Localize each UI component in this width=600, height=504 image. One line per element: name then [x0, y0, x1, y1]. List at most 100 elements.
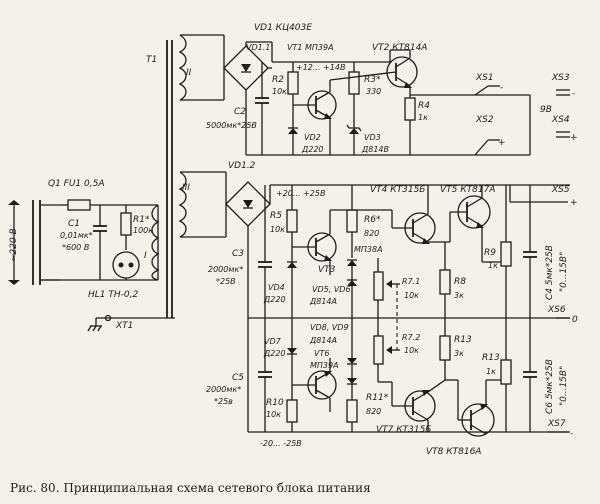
r4-name: R4: [418, 101, 430, 111]
r1-value: 100к: [133, 226, 153, 235]
xs7-label: XS7: [547, 419, 566, 429]
r10-name: R10: [266, 398, 284, 408]
vd7-value: Д220: [263, 349, 286, 358]
neon-lamp-hl1: I HL1 ТН-0,2: [88, 251, 147, 300]
r7-2-name: R7.2: [402, 333, 420, 342]
vt4-label: VT4 КТ315Б: [370, 185, 425, 195]
r4-value: 1к: [418, 113, 428, 122]
r7-1-value: 10к: [404, 291, 419, 300]
mains-voltage-label: ~220 В: [9, 228, 19, 262]
vt7-label: VT7 КТ315Б: [376, 425, 431, 435]
c5-value: 2000мк*: [206, 385, 241, 394]
xs7-minus: -: [570, 429, 573, 439]
vd5-vd6-value: Д814А: [309, 297, 337, 306]
r9-value: 1к: [488, 261, 498, 270]
r8-value: 3к: [454, 291, 464, 300]
c3-value: 2000мк*: [208, 265, 243, 274]
plus12-label: +12... +14В: [296, 63, 345, 72]
c6-range: "0...15В": [559, 366, 569, 406]
plus20-label: +20... +25В: [276, 189, 325, 198]
r13-3k-name: R13: [454, 335, 472, 345]
resistor-r1: R1* 100к: [120, 205, 153, 250]
r10-value: 10к: [266, 410, 281, 419]
vd7-name: VD7: [264, 337, 282, 346]
vd4-name: VD4: [268, 283, 285, 292]
vd1-1-label: VD1.1: [246, 43, 270, 52]
r7-2-value: 10к: [404, 346, 419, 355]
lower-section: VD1.2 +20... +25В -20... -25В VT4 КТ315Б…: [206, 161, 578, 457]
r1-name: R1*: [133, 215, 150, 225]
xs3-minus: -: [572, 89, 575, 99]
mains-input: ~220 В: [8, 200, 60, 285]
vt6-value: МП39А: [310, 361, 339, 370]
vd1-label: VD1 КЦ403Е: [254, 23, 312, 33]
lamp-label: HL1 ТН-0,2: [88, 290, 138, 300]
vt3-label: VT3: [318, 265, 336, 275]
xs2-plus: +: [498, 138, 506, 148]
fuse-label: Q1 FU1 0,5А: [48, 179, 105, 189]
c2-name: C2: [234, 107, 246, 117]
minus20-label: -20... -25В: [260, 439, 302, 448]
vd8-vd9-name: VD8, VD9: [310, 323, 349, 332]
c3-voltage: *25В: [216, 277, 236, 286]
r6-name: R6*: [364, 215, 381, 225]
r13-1k-value: 1к: [486, 367, 496, 376]
r9-name: R9: [484, 248, 496, 258]
capacitor-c1: C1 0,01мк* *600 В: [60, 205, 107, 280]
vd8-vd9-value: Д814А: [309, 336, 337, 345]
xs5-plus: +: [570, 198, 578, 208]
ground-label: XT1: [115, 321, 133, 331]
r5-name: R5: [270, 211, 282, 221]
upper-section: VD1 КЦ403Е VD1.1 VT1 МП39А VT2 КТ814А +1…: [206, 23, 578, 156]
vd2-name: VD2: [304, 133, 321, 142]
transformer-t1: T1 II III: [146, 34, 226, 318]
mp38a-label: МП38А: [354, 245, 383, 254]
vt1-label: VT1 МП39А: [287, 43, 334, 52]
lamp-number: I: [144, 251, 147, 261]
xs6-label: XS6: [547, 305, 566, 315]
xs4-label: XS4: [551, 115, 570, 125]
xs1-label: XS1: [475, 73, 494, 83]
vd2-value: Д220: [301, 145, 324, 154]
vt5-label: VT5 КТ817А: [440, 185, 495, 195]
r13-3k-value: 3к: [454, 349, 464, 358]
winding-2-label: II: [186, 68, 192, 78]
vd5-vd6-name: VD5, VD6: [312, 285, 351, 294]
r7-1-name: R7.1: [402, 277, 420, 286]
r2-value: 10к: [272, 87, 287, 96]
c2-value: 5000мк*25В: [206, 121, 257, 130]
vt2-label: VT2 КТ814А: [372, 43, 427, 53]
c1-value: 0,01мк*: [60, 231, 93, 240]
vd1-2-label: VD1.2: [228, 161, 256, 171]
r3-value: 330: [366, 87, 381, 96]
vt6-name: VT6: [314, 349, 329, 358]
xs3-label: XS3: [551, 73, 570, 83]
transformer-label: T1: [146, 55, 157, 65]
c6-label: С6 5мк*25В: [545, 359, 555, 414]
r5-value: 10к: [270, 225, 285, 234]
xs2-label: XS2: [475, 115, 494, 125]
r3-name: R3*: [364, 75, 381, 85]
c3-name: C3: [232, 249, 244, 259]
xs4-plus: +: [570, 133, 578, 143]
c5-voltage: *25в: [214, 397, 233, 406]
voltage-9v: 9В: [540, 105, 552, 115]
r6-value: 820: [364, 229, 379, 238]
xs5-label: XS5: [551, 185, 570, 195]
winding-3-label: III: [182, 183, 190, 193]
c4-label: С4 5мк*25В: [545, 245, 555, 300]
r11-name: R11*: [366, 393, 389, 403]
c1-voltage: *600 В: [62, 243, 89, 252]
vd3-value: Д814В: [361, 145, 389, 154]
r8-name: R8: [454, 277, 466, 287]
ground-xt1: XT1: [87, 314, 175, 332]
c1-name: C1: [68, 219, 80, 229]
xs1-minus: -: [500, 83, 503, 93]
r11-value: 820: [366, 407, 381, 416]
vt8-label: VT8 КТ816А: [426, 447, 481, 457]
figure-caption: Рис. 80. Принципиальная схема сетевого б…: [10, 481, 371, 495]
c5-name: C5: [232, 373, 244, 383]
xs6-zero: 0: [572, 315, 578, 325]
r2-name: R2: [272, 75, 284, 85]
